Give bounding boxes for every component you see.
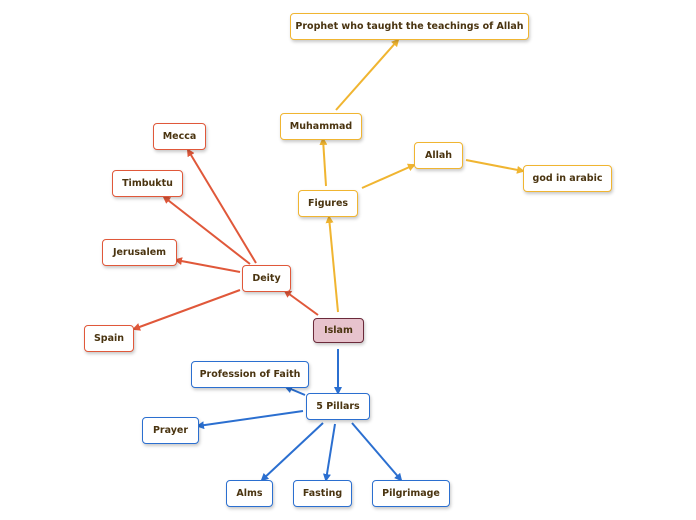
connector-figures-muhammad <box>319 137 328 187</box>
topic-deity[interactable]: Deity <box>242 265 291 292</box>
connector-islam-figures <box>325 215 339 313</box>
topic-muhammad-note[interactable]: Prophet who taught the teachings of Alla… <box>290 13 529 40</box>
topic-allah-note[interactable]: god in arabic <box>523 165 612 192</box>
topic-5-pillars[interactable]: 5 Pillars <box>306 393 370 420</box>
topic-pilgrimage[interactable]: Pilgrimage <box>372 480 450 507</box>
connector-islam-deity <box>283 289 319 316</box>
connector-allah-note <box>465 159 525 174</box>
connector-pillars-alms <box>260 422 324 482</box>
connector-pillars-fasting <box>323 423 336 482</box>
topic-spain[interactable]: Spain <box>84 325 134 352</box>
connector-figures-allah <box>361 163 416 189</box>
connector-pillars-prayer <box>196 410 304 430</box>
topic-alms[interactable]: Alms <box>226 480 273 507</box>
topic-fasting[interactable]: Fasting <box>293 480 352 507</box>
topic-jerusalem[interactable]: Jerusalem <box>102 239 177 266</box>
topic-figures[interactable]: Figures <box>298 190 358 217</box>
connector-deity-jerusalem <box>174 257 241 273</box>
topic-islam[interactable]: Islam <box>313 318 364 343</box>
topic-mecca[interactable]: Mecca <box>153 123 206 150</box>
topic-allah[interactable]: Allah <box>414 142 463 169</box>
connector-deity-timbuktu <box>162 195 251 265</box>
connector-pillars-faith <box>284 385 306 396</box>
connector-pillars-pilgrimage <box>351 422 403 482</box>
topic-muhammad[interactable]: Muhammad <box>280 113 362 140</box>
connector-deity-mecca <box>186 148 257 264</box>
topic-profession-of-faith[interactable]: Profession of Faith <box>191 361 309 388</box>
connector-muhammad-note <box>335 38 400 111</box>
connector-deity-spain <box>132 289 241 331</box>
topic-timbuktu[interactable]: Timbuktu <box>112 170 183 197</box>
topic-prayer[interactable]: Prayer <box>142 417 199 444</box>
